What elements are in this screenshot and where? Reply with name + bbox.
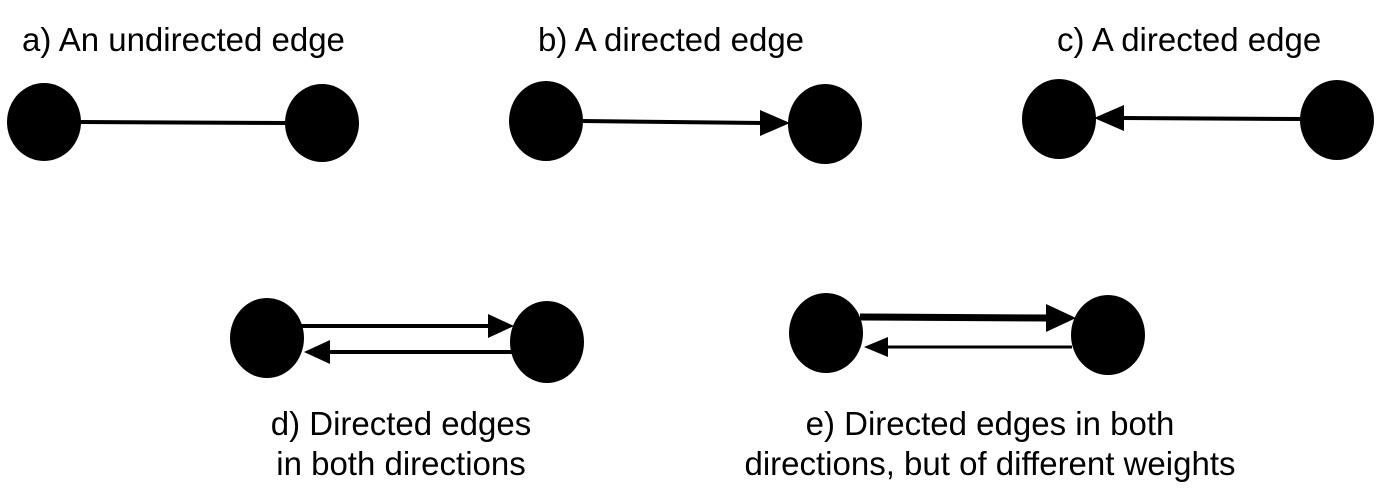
directed-edge-d-forward-arrowhead: [488, 314, 514, 338]
node-a-left: [7, 83, 81, 161]
node-c-right: [1300, 80, 1374, 160]
directed-edge-d-backward-arrowhead: [304, 340, 330, 364]
node-d-left: [230, 298, 304, 378]
caption-d: d) Directed edges in both directions: [228, 404, 574, 484]
caption-c: c) A directed edge: [1057, 20, 1357, 60]
panel-a-diagram: [7, 83, 359, 162]
caption-c-line-1: c) A directed edge: [1057, 21, 1322, 58]
directed-edge-b-shaft: [581, 119, 765, 125]
panel-c-diagram: [1022, 79, 1374, 160]
node-e-right: [1071, 295, 1145, 375]
directed-edge-b-arrowhead: [760, 110, 790, 136]
directed-edge-c-shaft: [1119, 116, 1303, 121]
panel-b-diagram: [509, 81, 862, 164]
caption-e-line-1: e) Directed edges in both: [805, 405, 1175, 442]
caption-a-line-1: a) An undirected edge: [22, 21, 345, 58]
caption-e: e) Directed edges in both directions, bu…: [690, 404, 1290, 484]
panel-d-diagram: [230, 298, 584, 383]
directed-edge-c-arrowhead: [1094, 105, 1124, 131]
directed-edge-e-light-arrowhead: [864, 337, 888, 357]
caption-e-line-2: directions, but of different weights: [744, 445, 1236, 482]
caption-a: a) An undirected edge: [22, 20, 382, 60]
node-b-right: [788, 84, 862, 164]
node-b-left: [509, 81, 583, 161]
directed-edge-e-heavy-arrowhead: [1046, 304, 1076, 332]
node-e-left: [789, 293, 863, 373]
caption-d-line-1: d) Directed edges: [270, 405, 532, 442]
node-a-right: [285, 84, 359, 162]
node-d-right: [510, 301, 584, 383]
caption-b-line-1: b) A directed edge: [538, 21, 805, 58]
directed-edge-e-heavy-shaft: [859, 313, 1051, 322]
panel-e-diagram: [789, 293, 1145, 375]
caption-b: b) A directed edge: [538, 20, 838, 60]
undirected-edge: [79, 120, 289, 125]
caption-d-line-2: in both directions: [276, 445, 526, 482]
node-c-left: [1022, 79, 1096, 159]
